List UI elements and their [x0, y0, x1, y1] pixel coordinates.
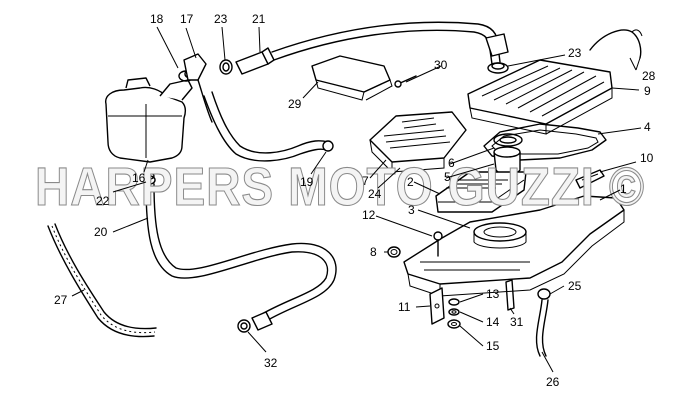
callout-22: 22	[96, 194, 110, 208]
callout-21: 21	[252, 12, 266, 26]
callout-31: 31	[510, 315, 524, 329]
callout-25: 25	[568, 279, 582, 293]
callout-20: 20	[94, 225, 108, 239]
leader-lines	[71, 26, 642, 373]
callout-5: 5	[444, 170, 451, 184]
part-11-bracket	[429, 287, 445, 325]
part-12-screw	[433, 231, 443, 257]
callout-23-right: 23	[568, 46, 582, 60]
callout-28: 28	[642, 69, 656, 83]
part-15-nut	[447, 319, 461, 329]
callout-1: 1	[620, 182, 627, 196]
part-3-inlet-ring	[473, 222, 527, 249]
part-5-spacer	[493, 146, 521, 176]
part-23-hose-clamp	[219, 59, 233, 75]
callout-6: 6	[448, 156, 455, 170]
part-8-o-ring	[387, 246, 401, 258]
callout-26: 26	[546, 375, 560, 389]
callout-19: 19	[300, 175, 314, 189]
callout-13: 13	[486, 287, 500, 301]
part-26-drain-tube	[535, 299, 549, 357]
part-10-gasket	[575, 169, 605, 189]
part-32-hose-fitting	[237, 311, 273, 333]
part-19-breather-hose	[203, 91, 334, 162]
part-14-washer	[448, 308, 460, 316]
callout-4: 4	[644, 120, 651, 134]
part-6-ring	[493, 133, 523, 147]
part-27-braided-hose	[47, 223, 157, 338]
part-23-hose-clamp-upper	[487, 62, 509, 74]
part-30-screw	[394, 75, 417, 88]
callout-9: 9	[644, 84, 651, 98]
callout-32: 32	[264, 356, 278, 370]
callout-29: 29	[288, 97, 302, 111]
part-2-filter-element	[435, 171, 527, 213]
part-7-intake-housing	[369, 111, 467, 174]
callout-18: 18	[150, 12, 164, 26]
callout-16: 16	[132, 171, 146, 185]
callout-10: 10	[640, 151, 654, 165]
part-20-drain-hose	[145, 183, 337, 321]
part-31-stud	[505, 279, 515, 311]
callout-27: 27	[54, 293, 68, 307]
part-16-reservoir-tank	[105, 77, 193, 163]
callout-3: 3	[408, 203, 415, 217]
callout-15: 15	[486, 339, 500, 353]
callout-7: 7	[362, 174, 369, 188]
callout-2: 2	[407, 175, 414, 189]
part-25-clamp	[537, 288, 551, 300]
callout-8: 8	[370, 245, 377, 259]
callout-11: 11	[398, 300, 411, 314]
part-17-elbow-fitting	[183, 53, 213, 123]
callout-23-left: 23	[214, 12, 228, 26]
callout-12: 12	[362, 208, 376, 222]
part-21-vent-hose	[235, 21, 509, 75]
part-13-washer	[448, 298, 460, 306]
watermark-text: HARPERS MOTO GUZZI ©	[35, 157, 645, 217]
part-29-cover	[311, 55, 393, 101]
part-28-cable	[589, 29, 643, 59]
callout-labels: 18 17 23 21 23 28 9 30 29 4 6 5 10 19 7 …	[54, 12, 656, 389]
part-22-clamp	[144, 172, 156, 185]
callout-30: 30	[434, 58, 448, 72]
callout-17: 17	[180, 12, 194, 26]
callout-14: 14	[486, 315, 500, 329]
callout-24: 24	[368, 187, 382, 201]
